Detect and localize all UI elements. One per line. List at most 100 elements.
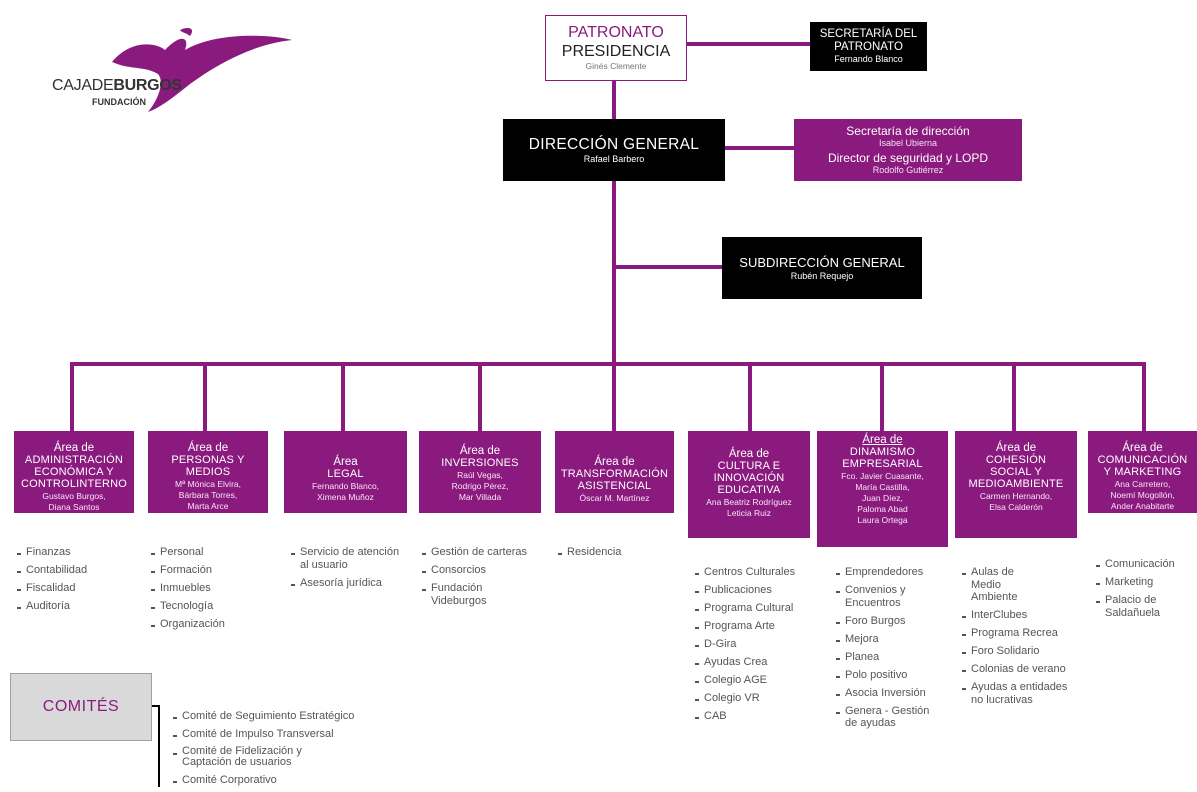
connector-area-9 [1142,362,1146,432]
area-people: Ana Carretero,Noemí Mogollón,Ander Anabi… [1088,479,1197,512]
area-person: Fco. Javier Cuasante, [841,471,924,481]
list-item: Inmuebles [151,582,271,595]
list-item: Foro Burgos [836,615,936,628]
area-person: Elsa Calderón [989,502,1043,512]
area-name-line: Y MARKETING [1103,466,1182,478]
area-people: Fernando Blanco,Ximena Muñoz [284,481,407,503]
area-box-transformacion: Área de TRANSFORMACIÓN ASISTENCIAL Óscar… [555,431,674,513]
area-person: Ximena Muñoz [317,492,374,502]
connector-area-3 [341,362,345,432]
list-item: CAB [695,710,811,723]
list-item: D-Gira [695,638,811,651]
presidencia-title: PRESIDENCIA [561,43,671,60]
area-person: Diana Santos [48,502,100,512]
direccion-general-title: DIRECCIÓN GENERAL [528,136,700,153]
list-item: Planea [836,651,936,664]
list-item: Personal [151,546,271,559]
list-item: Programa Recrea [962,627,1078,640]
area-person: Bárbara Torres, [178,490,238,500]
area-list-personas: Personal Formación Inmuebles Tecnología … [151,546,271,636]
area-people: Óscar M. Martínez [555,493,674,504]
list-item: Finanzas [17,546,137,559]
area-person: Ana Carretero, [1114,479,1171,489]
list-item: Contabilidad [17,564,137,577]
list-item: Asocia Inversión [836,687,936,700]
list-item: Servicio de atención al usuario [291,546,407,571]
area-list-administracion: Finanzas Contabilidad Fiscalidad Auditor… [17,546,137,618]
list-item: Comité de Seguimiento Estratégico [173,710,373,723]
area-person: Fernando Blanco, [311,481,380,491]
area-label: Área de [862,434,903,446]
secretaria-patronato-person: Fernando Blanco [834,54,903,64]
list-item: Organización [151,618,271,631]
seguridad-lopd-title: Director de seguridad y LOPD [827,151,989,165]
list-item: Programa Cultural [695,602,811,615]
connector-area-7 [880,362,884,432]
area-person: Noemí Mogollón, [1110,490,1175,500]
subdireccion-general-person: Rubén Requejo [790,270,854,281]
area-box-comunicacion: Área de COMUNICACIÓN Y MARKETING Ana Car… [1088,431,1197,513]
area-name-line: INNOVACIÓN [713,472,785,484]
list-item: Formación [151,564,271,577]
area-label: Área de [1122,442,1163,454]
area-person: Paloma Abad [857,504,908,514]
area-box-cultura: Área de CULTURA E INNOVACIÓN EDUCATIVA A… [688,431,810,538]
area-name-line: ADMINISTRACIÓN [24,454,124,466]
patronato-box: PATRONATO PRESIDENCIA Ginés Clemente [545,15,687,81]
connector-area-8 [1012,362,1016,432]
area-box-cohesion: Área de COHESIÓN SOCIAL Y MEDIOAMBIENTE … [955,431,1077,538]
area-person: Marta Arce [187,501,229,511]
list-item: Ayudas Crea [695,656,811,669]
list-item: Palacio de Saldañuela [1096,594,1175,619]
list-item: Marketing [1096,576,1196,589]
area-person: Leticia Ruiz [727,508,771,518]
area-label: Área de [53,442,95,454]
area-name-line: DINAMISMO [849,446,916,458]
logo-brand-bold: BURGOS [113,77,182,94]
secretaria-patronato-box: SECRETARÍA DEL PATRONATO Fernando Blanco [810,22,927,71]
area-box-inversiones: Área de INVERSIONES Raúl Vegas,Rodrigo P… [419,431,541,513]
connector-area-6 [748,362,752,432]
list-item: Aulas de Medio Ambiente [962,566,1046,604]
area-list-transformacion: Residencia [558,546,674,564]
comites-bracket-top [152,705,160,707]
list-item: Colegio AGE [695,674,811,687]
patronato-title: PATRONATO [568,24,664,41]
list-item: Emprendedores [836,566,936,579]
comites-bracket-vertical [158,705,160,787]
logo-wordmark: CAJADEBURGOS [52,77,182,95]
area-name-line: COHESIÓN [985,454,1047,466]
area-label: Área [333,456,358,468]
area-name-line: COMUNICACIÓN [1097,454,1188,466]
list-item: Genera - Gestión de ayudas [836,705,940,730]
area-person: Óscar M. Martínez [579,493,650,503]
seguridad-lopd-person: Rodolfo Gutiérrez [872,165,944,175]
area-people: Carmen Hernando,Elsa Calderón [955,491,1077,513]
list-item: Comité Corporativo [173,774,373,787]
area-label: Área de [995,442,1037,454]
area-label: Área de [728,448,770,460]
list-item: Auditoría [17,600,137,613]
area-box-personas: Área de PERSONAS Y MEDIOS Mª Mónica Elvi… [148,431,268,513]
secretaria-direccion-box: Secretaría de dirección Isabel Ubierna D… [794,119,1022,181]
direccion-general-box: DIRECCIÓN GENERAL Rafael Barbero [503,119,725,181]
area-name-line: EDUCATIVA [717,484,781,496]
logo-subtitle: FUNDACIÓN [92,97,146,107]
comites-box: COMITÉS [10,673,152,741]
list-item: Comité de Impulso Transversal [173,728,373,741]
secretaria-patronato-title-1: SECRETARÍA DEL [819,28,918,40]
area-box-administracion: Área de ADMINISTRACIÓN ECONÓMICA Y CONTR… [14,431,134,513]
connector-subdireccion [616,265,722,269]
area-name-line: EMPRESARIAL [842,458,923,470]
comites-title: COMITÉS [42,698,120,715]
list-item: Foro Solidario [962,645,1078,658]
area-person: Mar Villada [458,492,502,502]
area-person: Carmen Hernando, [979,491,1053,501]
area-person: Gustavo Burgos, [42,491,106,501]
logo-swoosh-icon [112,28,292,112]
connector-areas-horizontal [70,362,1146,366]
area-label: Área de [459,445,501,457]
logo-brand-light: CAJADE [52,77,114,94]
area-name-line: INVERSIONES [441,457,519,469]
